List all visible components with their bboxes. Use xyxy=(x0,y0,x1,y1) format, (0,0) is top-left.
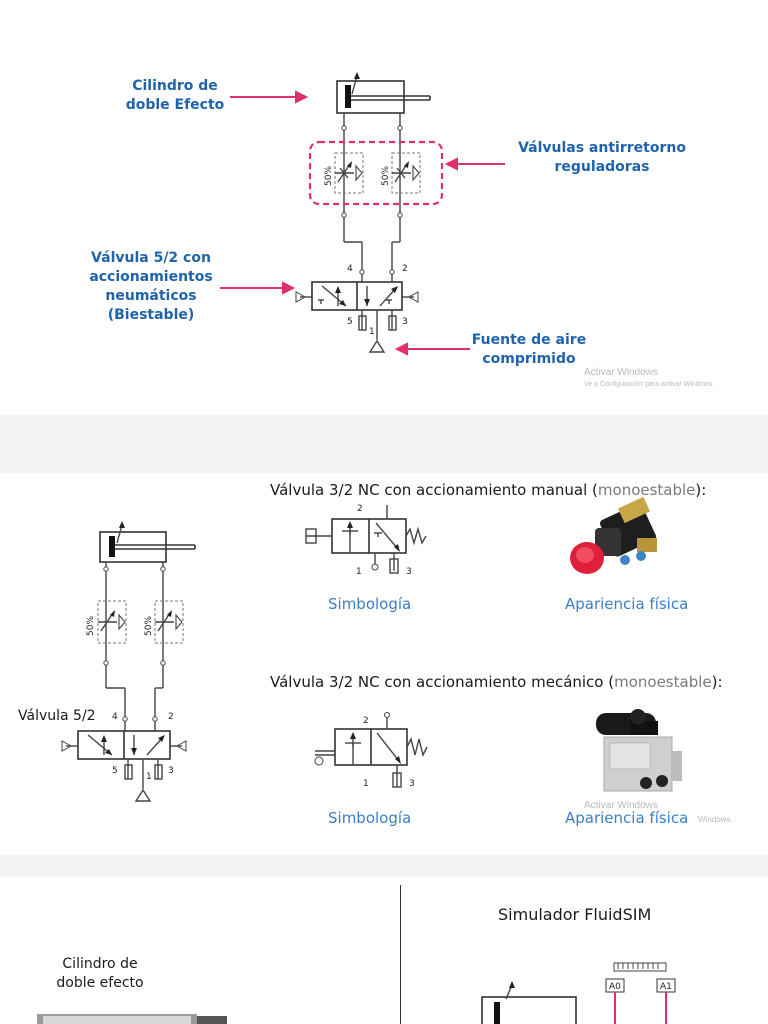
heading-mech-mono: monoestable xyxy=(614,673,712,691)
mech-port-2: 2 xyxy=(363,716,369,726)
manual-port-1: 1 xyxy=(356,567,362,577)
pneumatic-circuit-diagram: 50% 50% xyxy=(220,72,505,356)
small-check-valve-right xyxy=(154,600,184,644)
slide-separator-2 xyxy=(0,855,768,877)
slide-32-valves: Válvula 3/2 NC con accionamiento manual … xyxy=(0,473,768,855)
caption-simbologia-1: Simbología xyxy=(328,595,412,613)
label-air-source: Fuente de aire comprimido xyxy=(471,332,587,367)
small-port-3: 3 xyxy=(168,766,174,776)
small-cylinder-symbol xyxy=(99,521,196,563)
heading-manual-mono: monoestable xyxy=(597,481,696,499)
port-5: 5 xyxy=(347,317,353,327)
cylinder-photo xyxy=(37,1014,227,1024)
vertical-divider xyxy=(400,885,401,1024)
label-valve-52: Válvula 5/2 con accionamientos neumático… xyxy=(89,250,213,323)
heading-mechanical-valve: Válvula 3/2 NC con accionamiento mecánic… xyxy=(270,673,723,691)
manual-port-3: 3 xyxy=(406,567,412,577)
small-port-4: 4 xyxy=(112,712,118,722)
small-percent-right: 50% xyxy=(144,616,154,636)
small-port-1: 1 xyxy=(146,772,152,782)
connection-lines xyxy=(341,113,403,282)
watermark-title: Activar Windows xyxy=(584,367,658,378)
label-cylinder: Cilindro de doble Efecto xyxy=(125,78,225,113)
heading-manual-end: ): xyxy=(695,481,707,499)
check-valve-left xyxy=(334,152,364,194)
annotation-arrows xyxy=(220,90,505,356)
port-4: 4 xyxy=(347,264,353,274)
heading-manual-valve: Válvula 3/2 NC con accionamiento manual … xyxy=(270,481,706,499)
watermark2-sub: Windows. xyxy=(698,815,733,824)
cylinder-symbol xyxy=(336,72,431,114)
check-valve-right xyxy=(391,152,421,194)
manual-valve-photo xyxy=(570,496,657,574)
caption-apariencia-1: Apariencia física xyxy=(565,595,689,613)
slide-simulator: Cilindro de doble efecto Simulador Fluid… xyxy=(0,877,768,1024)
manual-32-valve-symbol: 2 1 3 xyxy=(305,504,427,577)
heading-mech-text: Válvula 3/2 NC con accionamiento mecánic… xyxy=(270,673,615,691)
manual-port-2: 2 xyxy=(357,504,363,514)
small-valve-52-symbol xyxy=(61,730,187,802)
simulator-title: Simulador FluidSIM xyxy=(498,905,652,924)
heading-mech-end: ): xyxy=(711,673,723,691)
slide-separator xyxy=(0,415,768,473)
check-valves-highlight xyxy=(308,140,444,206)
caption-apariencia-2: Apariencia física xyxy=(565,809,689,827)
watermark2-title: Activar Windows xyxy=(584,800,658,811)
percent-right: 50% xyxy=(381,166,391,186)
label-valve-52-small: Válvula 5/2 xyxy=(18,708,96,724)
mechanical-valve-photo xyxy=(596,709,682,792)
mech-port-3: 3 xyxy=(409,779,415,789)
tag-a0: A0 xyxy=(609,982,621,992)
scale-ruler xyxy=(613,962,667,972)
small-check-valve-left xyxy=(97,600,127,644)
port-3: 3 xyxy=(402,317,408,327)
slide-pneumatic-circuit: Cilindro de doble Efecto Válvulas antirr… xyxy=(0,0,768,415)
small-port-5: 5 xyxy=(112,766,118,776)
label-check-valves: Válvulas antirretorno reguladoras xyxy=(518,140,686,175)
valve-52-symbol xyxy=(295,281,419,353)
tag-a1: A1 xyxy=(660,982,672,992)
fluidsim-diagram: A0 A1 xyxy=(481,962,676,1024)
mechanical-32-valve-symbol: 2 1 3 xyxy=(314,712,428,789)
watermark-sub: Ve a Configuración para activar Windows. xyxy=(584,381,714,388)
mech-port-1: 1 xyxy=(363,779,369,789)
port-1: 1 xyxy=(369,327,375,337)
small-percent-left: 50% xyxy=(86,616,96,636)
small-circuit-diagram: 50% 50% 4 2 5 3 1 xyxy=(61,521,196,802)
port-2: 2 xyxy=(402,264,408,274)
caption-simbologia-2: Simbología xyxy=(328,809,412,827)
label-cylinder-photo: Cilindro de doble efecto xyxy=(56,956,144,991)
heading-manual-text: Válvula 3/2 NC con accionamiento manual … xyxy=(270,481,598,499)
small-port-2: 2 xyxy=(168,712,174,722)
percent-left: 50% xyxy=(324,166,334,186)
